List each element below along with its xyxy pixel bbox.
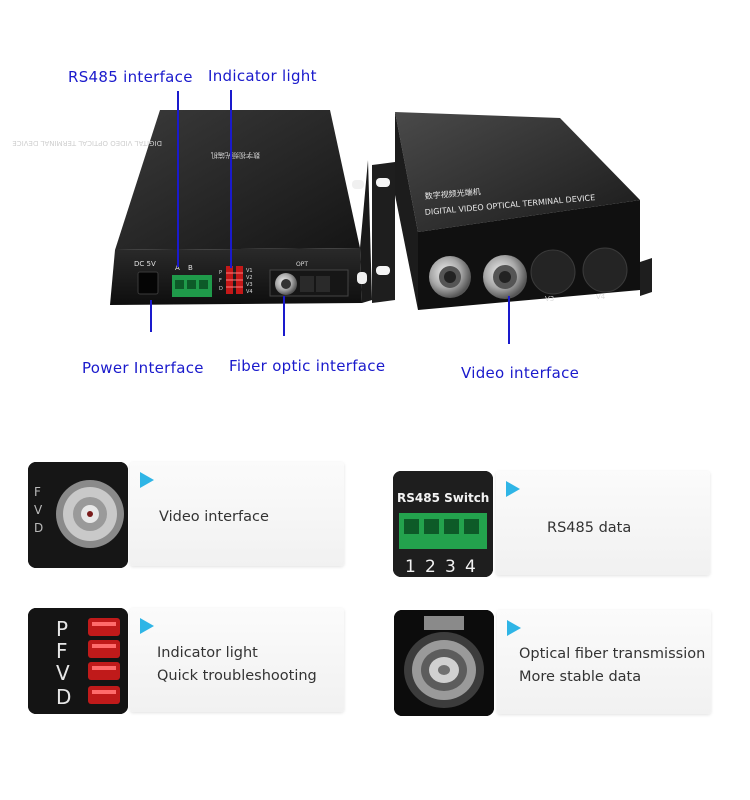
rs485-pin-a: A <box>175 264 180 272</box>
port-v4-cap <box>582 247 628 293</box>
port-v3-cap <box>530 249 576 295</box>
led-label-v2: V2 <box>246 275 253 281</box>
device-photo: 数字视频光端机 DIGITAL VIDEO OPTICAL TERMINAL D… <box>12 110 652 310</box>
feature-panel-indicator <box>130 608 344 712</box>
rs485-terminal-thumb: RS485 Switch 1 2 3 4 <box>393 471 493 577</box>
feature-panel-fiber <box>497 610 711 714</box>
callout-line-video <box>508 296 510 344</box>
left-en-text: DIGITAL VIDEO OPTICAL TERMINAL DEVICE <box>12 139 162 147</box>
svg-text:D: D <box>34 521 43 535</box>
rs485-pin-b: B <box>188 264 193 272</box>
port-v4-label: V4 <box>596 293 606 301</box>
led-label-v1: V1 <box>246 268 253 274</box>
bnc-connector-thumb: F V D <box>28 462 128 568</box>
pin-1: 1 <box>405 557 416 577</box>
led-d: D <box>56 685 71 709</box>
callout-line-power <box>150 300 152 332</box>
port-v3-label: V3 <box>545 295 554 303</box>
fiber-port-thumb <box>394 610 494 716</box>
led-label-v4: V4 <box>246 289 253 295</box>
feature-text-indicator: Indicator light Quick troubleshooting <box>157 645 317 684</box>
rs485-switch-text: RS485 Switch <box>397 491 489 505</box>
led-letter-p: P <box>219 270 222 276</box>
indicator-leds <box>226 266 243 294</box>
svg-text:V: V <box>34 503 43 517</box>
led-letter-d: D <box>219 286 223 292</box>
led-f: F <box>56 639 68 663</box>
triangle-icon <box>140 472 154 488</box>
feature-text-video: Video interface <box>159 509 269 525</box>
led-p: P <box>56 617 68 641</box>
led-v: V <box>56 661 70 685</box>
callout-line-fiber <box>283 296 285 336</box>
feature-text-fiber: Optical fiber transmission More stable d… <box>519 646 706 685</box>
callout-indicator-light: Indicator light <box>208 67 317 85</box>
pin-2: 2 <box>425 557 436 577</box>
callout-rs485-interface: RS485 interface <box>68 68 193 86</box>
triangle-icon <box>506 481 520 497</box>
bnc-port-1 <box>429 256 471 298</box>
device-left: DIGITAL VIDEO OPTICAL TERMINAL DEVICE 数字… <box>12 110 372 305</box>
triangle-icon <box>140 618 154 634</box>
callout-line-indicator <box>230 90 232 268</box>
callout-fiber-interface: Fiber optic interface <box>229 357 386 375</box>
callout-power-interface: Power Interface <box>82 359 204 377</box>
left-cn-text: 数字视频光端机 <box>211 151 260 160</box>
right-cn-text: 数字视频光端机 <box>424 186 481 201</box>
device-right: 数字视频光端机 DIGITAL VIDEO OPTICAL TERMINAL D… <box>372 112 652 310</box>
feature-text-rs485: RS485 data <box>547 520 632 536</box>
triangle-icon <box>507 620 521 636</box>
rs485-terminal <box>172 275 212 297</box>
bnc-port-2 <box>483 255 527 299</box>
led-label-v3: V3 <box>246 282 253 288</box>
indicator-leds-thumb: P F V D <box>28 608 128 714</box>
callout-video-interface: Video interface <box>461 364 580 382</box>
svg-text:F: F <box>34 485 41 499</box>
callout-line-rs485 <box>177 91 179 267</box>
led-letter-f: F <box>219 278 222 284</box>
feature-panel-video <box>130 462 344 566</box>
opt-label: OPT <box>296 261 308 268</box>
pin-3: 3 <box>445 557 456 577</box>
power-label: DC 5V <box>134 260 156 268</box>
feature-panel-rs485 <box>496 471 710 575</box>
power-jack <box>137 271 159 295</box>
pin-4: 4 <box>465 557 476 577</box>
